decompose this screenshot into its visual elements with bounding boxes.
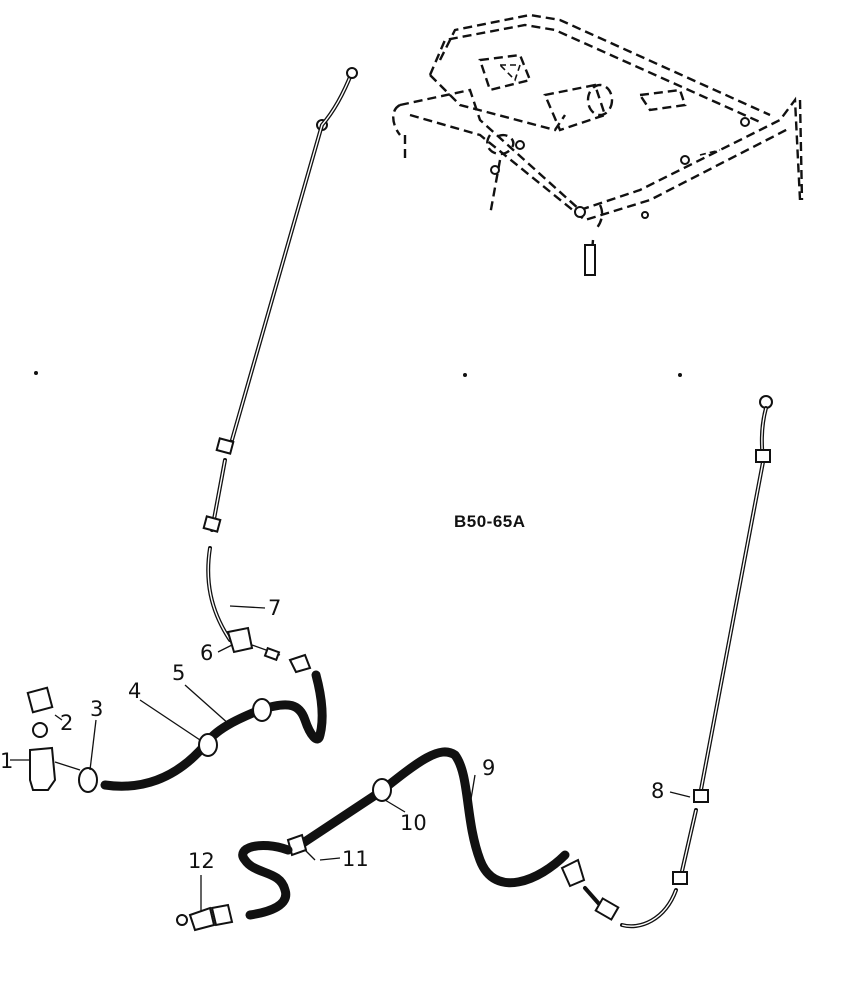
callout-3: 3 [90,697,103,721]
callout-9: 9 [482,756,495,780]
diagram-code-label: B50-65A [454,512,526,531]
right-pipe [620,395,773,929]
dot-mark [34,371,38,375]
dot-mark [463,373,467,377]
callout-1: 1 [0,749,13,773]
center-hose [286,747,620,921]
callout-12: 12 [188,849,215,873]
callout-2: 2 [60,711,73,735]
callout-4: 4 [128,679,141,703]
callout-10: 10 [400,811,427,835]
callout-8: 8 [651,779,664,803]
tractor-outline [316,13,804,276]
left-hose [78,670,327,793]
callout-7: 7 [268,596,281,620]
lower-left-hose [176,840,293,932]
fitting-cluster [26,686,81,791]
callout-5: 5 [172,661,185,685]
left-pipe [202,67,358,674]
callout-11: 11 [342,847,369,871]
callouts: 1 2 3 4 5 6 7 8 9 10 11 12 [0,596,664,873]
leader-lines [10,605,691,912]
dot-mark [678,373,682,377]
callout-6: 6 [200,641,213,665]
